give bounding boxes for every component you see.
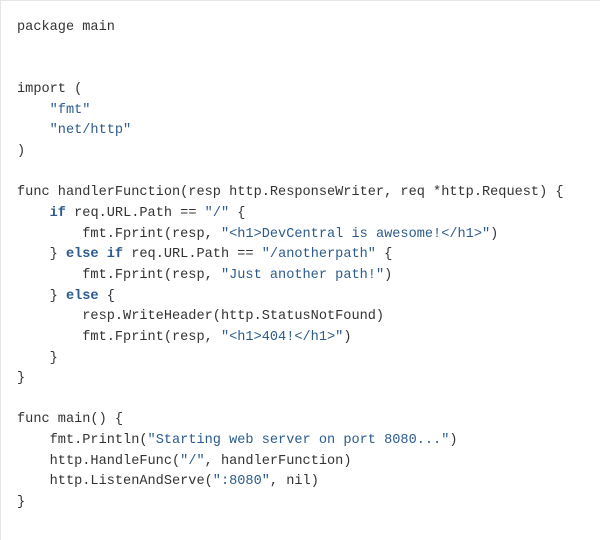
- code-line: "fmt": [17, 101, 600, 122]
- code-string: "<h1>DevCentral is awesome!</h1>": [220, 226, 491, 242]
- code-line: "net/http": [17, 121, 600, 142]
- code-text: , handlerFunction): [204, 453, 352, 469]
- code-text: ): [384, 267, 393, 283]
- code-text: resp.WriteHeader(http.StatusNotFound): [17, 309, 385, 325]
- code-line: fmt.Fprint(resp, "<h1>DevCentral is awes…: [17, 225, 600, 246]
- code-text: fmt.Fprint(resp,: [17, 329, 221, 345]
- code-line: fmt.Fprint(resp, "<h1>404!</h1>"): [17, 328, 600, 349]
- code-line: }: [17, 369, 600, 390]
- code-line: fmt.Println("Starting web server on port…: [17, 431, 600, 452]
- code-text: fmt.Fprint(resp,: [17, 226, 221, 242]
- code-text: [17, 206, 50, 221]
- code-text: {: [98, 288, 115, 304]
- code-line: } else {: [17, 287, 600, 308]
- code-keyword: else: [65, 288, 99, 304]
- code-text: }: [17, 371, 26, 387]
- code-line: ): [17, 142, 600, 163]
- code-text: fmt.Fprint(resp,: [17, 267, 221, 283]
- code-keyword: if: [49, 205, 66, 221]
- code-line: [17, 39, 600, 60]
- code-line: [17, 390, 600, 411]
- code-string: "net/http": [49, 123, 132, 139]
- code-string: ":8080": [212, 474, 270, 490]
- code-text: import (: [17, 81, 83, 97]
- code-line: fmt.Fprint(resp, "Just another path!"): [17, 266, 600, 287]
- code-text: func main() {: [17, 412, 124, 428]
- code-string: "fmt": [49, 102, 91, 118]
- code-text: ): [449, 433, 458, 449]
- code-string: "/": [204, 205, 230, 221]
- code-line: package main: [17, 18, 600, 39]
- code-content: package main import ( "fmt" "net/http") fu…: [17, 18, 600, 514]
- code-text: }: [17, 288, 66, 304]
- code-text: fmt.Println(: [17, 433, 148, 449]
- code-text: {: [229, 205, 246, 221]
- code-string: "/anotherpath": [261, 247, 376, 263]
- code-line: [17, 163, 600, 184]
- code-string: "Starting web server on port 8080...": [147, 433, 450, 449]
- code-text: {: [375, 247, 393, 263]
- code-text: ): [343, 329, 352, 345]
- code-keyword: else if: [65, 247, 124, 263]
- code-text: http.ListenAndServe(: [17, 474, 213, 490]
- code-line: }: [17, 493, 600, 514]
- code-line: func handlerFunction(resp http.ResponseW…: [17, 183, 600, 204]
- code-line: func main() {: [17, 410, 600, 431]
- code-text: ): [17, 143, 26, 159]
- code-text: [17, 103, 50, 118]
- code-text: }: [17, 247, 66, 263]
- code-line: [17, 59, 600, 80]
- code-line: }: [17, 349, 600, 370]
- code-text: req.URL.Path ==: [65, 205, 205, 221]
- code-text: package main: [17, 20, 115, 35]
- code-string: "<h1>404!</h1>": [220, 329, 344, 345]
- code-text: }: [17, 350, 58, 366]
- code-text: }: [17, 495, 26, 511]
- code-line: if req.URL.Path == "/" {: [17, 204, 600, 225]
- code-string: "Just another path!": [220, 267, 385, 283]
- code-line: http.HandleFunc("/", handlerFunction): [17, 452, 600, 473]
- code-string: "/": [180, 453, 205, 469]
- code-line: resp.WriteHeader(http.StatusNotFound): [17, 307, 600, 328]
- code-text: [17, 123, 50, 138]
- code-line: } else if req.URL.Path == "/anotherpath"…: [17, 245, 600, 266]
- code-line: http.ListenAndServe(":8080", nil): [17, 472, 600, 493]
- code-text: ): [490, 226, 499, 242]
- code-line: import (: [17, 80, 600, 101]
- code-text: http.HandleFunc(: [17, 453, 181, 469]
- code-text: func handlerFunction(resp http.ResponseW…: [17, 185, 564, 201]
- code-text: , nil): [269, 474, 319, 490]
- code-text: req.URL.Path ==: [123, 247, 262, 263]
